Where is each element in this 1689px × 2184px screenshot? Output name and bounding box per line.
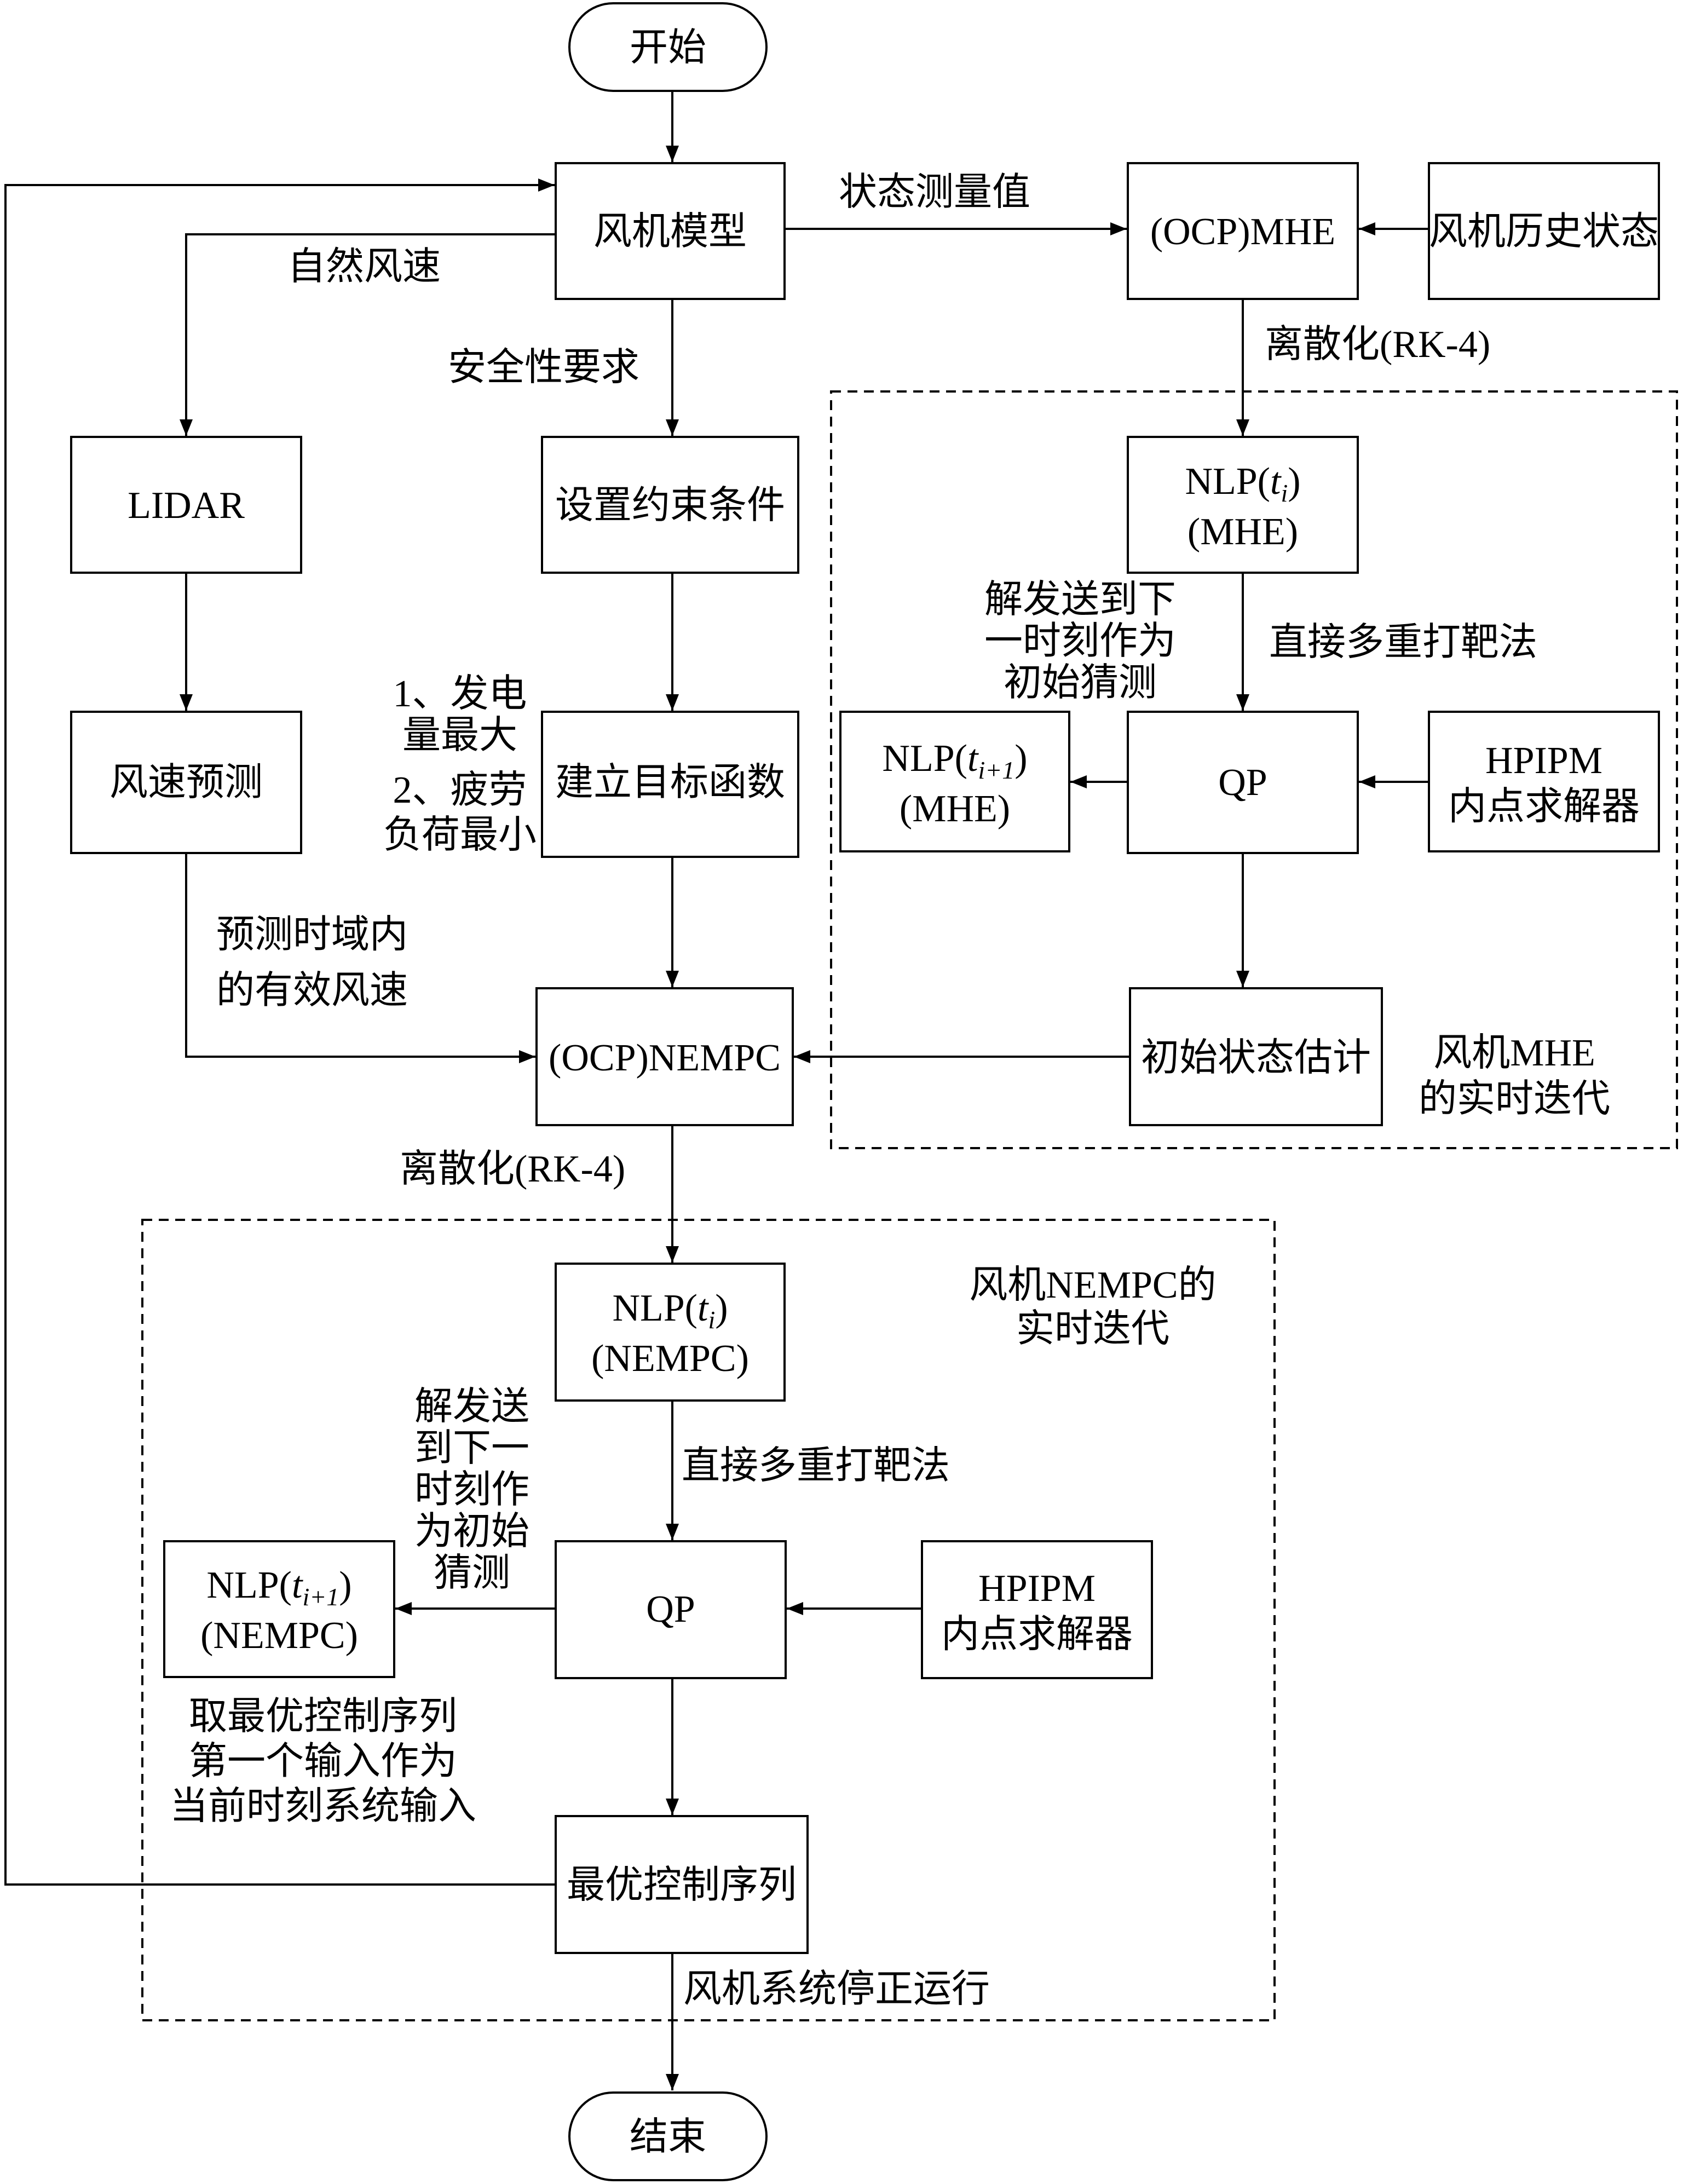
edge-feedback-to-model	[4, 178, 556, 1886]
svg-text:风机NEMPC的: 风机NEMPC的	[969, 1264, 1216, 1306]
direct-multiple-shooting-mhe-label: 直接多重打靶法	[1269, 621, 1537, 664]
lidar-box: LIDAR	[70, 436, 302, 574]
nempc-iteration-region	[141, 1219, 1276, 2021]
lidar-label: LIDAR	[128, 485, 245, 527]
end-terminal: 结束	[568, 2091, 768, 2181]
hpipm-mhe-line2: 内点求解器	[1448, 786, 1640, 828]
svg-text:负荷最小: 负荷最小	[383, 814, 537, 856]
ocp-nempc-label: (OCP)NEMPC	[549, 1037, 781, 1079]
svg-text:为初始: 为初始	[414, 1511, 529, 1553]
nlp-next-nempc-line2: (NEMPC)	[200, 1615, 358, 1657]
turbine-history-state-label: 风机历史状态	[1429, 211, 1659, 253]
svg-text:猜测: 猜测	[434, 1552, 510, 1594]
ocp-mhe-box: (OCP)MHE	[1127, 162, 1359, 300]
hpipm-nempc-line1: HPIPM	[978, 1568, 1096, 1610]
set-constraints-box: 设置约束条件	[541, 436, 799, 574]
start-terminal: 开始	[568, 2, 768, 92]
svg-text:2、疲劳: 2、疲劳	[393, 769, 527, 811]
build-objective-box: 建立目标函数	[541, 711, 799, 858]
stop-running-label: 风机系统停正运行	[683, 1968, 990, 2010]
wind-speed-prediction-label: 风速预测	[109, 762, 263, 804]
svg-text:初始猜测: 初始猜测	[1004, 662, 1157, 704]
svg-text:到下一: 到下一	[414, 1427, 529, 1470]
qp-mhe-label: QP	[1218, 762, 1267, 804]
warm-start-nempc-label: 解发送 到下一 时刻作 为初始 猜测	[414, 1386, 529, 1594]
discretize-nempc-label: 离散化(RK-4)	[400, 1148, 625, 1190]
initial-state-estimate-label: 初始状态估计	[1141, 1037, 1371, 1079]
svg-text:一时刻作为: 一时刻作为	[984, 620, 1176, 662]
start-label: 开始	[630, 27, 706, 69]
initial-state-estimate-box: 初始状态估计	[1129, 987, 1383, 1126]
natural-wind-speed-label: 自然风速	[287, 246, 441, 288]
svg-text:的有效风速: 的有效风速	[216, 970, 408, 1012]
svg-text:时刻作: 时刻作	[414, 1469, 529, 1511]
predicted-wind-label: 预测时域内 的有效风速	[216, 914, 408, 1012]
wind-turbine-model-label: 风机模型	[593, 211, 747, 253]
state-measurement-label: 状态测量值	[839, 171, 1030, 214]
svg-text:预测时域内: 预测时域内	[216, 914, 408, 956]
nlp-next-nempc-line1: NLP(ti+1)	[206, 1564, 351, 1611]
qp-mhe-box: QP	[1127, 711, 1359, 854]
nlp-mhe-line1: NLP(ti)	[1185, 460, 1300, 507]
nlp-nempc-line2: (NEMPC)	[591, 1338, 749, 1380]
svg-text:取最优控制序列: 取最优控制序列	[189, 1696, 457, 1738]
svg-text:解发送到下: 解发送到下	[984, 579, 1176, 621]
nempc-region-caption: 风机NEMPC的 实时迭代	[969, 1264, 1216, 1350]
svg-text:实时迭代: 实时迭代	[1016, 1308, 1169, 1350]
hpipm-nempc-box: HPIPM 内点求解器	[921, 1540, 1153, 1679]
svg-text:当前时刻系统输入: 当前时刻系统输入	[170, 1785, 476, 1828]
warm-start-mhe-label: 解发送到下 一时刻作为 初始猜测	[984, 579, 1176, 704]
optimal-control-sequence-label: 最优控制序列	[567, 1864, 797, 1906]
mhe-region-caption: 风机MHE 的实时迭代	[1419, 1032, 1610, 1120]
svg-text:1、发电: 1、发电	[393, 673, 527, 715]
wind-speed-prediction-box: 风速预测	[70, 711, 302, 854]
nlp-next-mhe-line2: (MHE)	[900, 788, 1010, 830]
qp-nempc-box: QP	[555, 1540, 787, 1679]
nlp-nempc-box: NLP(ti) (NEMPC)	[555, 1263, 786, 1402]
hpipm-nempc-line2: 内点求解器	[941, 1613, 1133, 1656]
nlp-next-mhe-box: NLP(ti+1) (MHE)	[839, 711, 1070, 852]
svg-text:解发送: 解发送	[414, 1386, 529, 1428]
end-label: 结束	[630, 2116, 706, 2158]
edge-model-to-lidar	[180, 233, 556, 436]
nlp-mhe-line2: (MHE)	[1188, 511, 1298, 553]
hpipm-mhe-line1: HPIPM	[1485, 740, 1602, 782]
connectors	[4, 92, 1429, 2090]
nlp-nempc-line1: NLP(ti)	[612, 1287, 728, 1334]
svg-text:风机MHE: 风机MHE	[1433, 1032, 1595, 1074]
safety-requirement-label: 安全性要求	[448, 347, 639, 389]
edge-prediction-to-nempc	[185, 853, 535, 1063]
qp-nempc-label: QP	[646, 1588, 695, 1630]
first-input-label: 取最优控制序列 第一个输入作为 当前时刻系统输入	[170, 1696, 476, 1828]
mhe-iteration-region	[830, 390, 1678, 1149]
nlp-next-mhe-line1: NLP(ti+1)	[882, 737, 1027, 784]
ocp-mhe-label: (OCP)MHE	[1150, 211, 1335, 253]
objectives-label: 1、发电 量最大 2、疲劳 负荷最小	[383, 673, 537, 856]
ocp-nempc-box: (OCP)NEMPC	[535, 987, 794, 1126]
discretize-mhe-label: 离散化(RK-4)	[1265, 324, 1490, 366]
svg-text:的实时迭代: 的实时迭代	[1419, 1078, 1610, 1120]
hpipm-mhe-box: HPIPM 内点求解器	[1428, 711, 1660, 852]
nlp-mhe-box: NLP(ti) (MHE)	[1127, 436, 1359, 574]
svg-text:第一个输入作为: 第一个输入作为	[189, 1741, 457, 1783]
build-objective-label: 建立目标函数	[555, 762, 785, 804]
direct-multiple-shooting-nempc-label: 直接多重打靶法	[682, 1445, 950, 1487]
nlp-next-nempc-box: NLP(ti+1) (NEMPC)	[163, 1540, 395, 1678]
svg-text:量最大: 量最大	[402, 714, 517, 757]
optimal-control-sequence-box: 最优控制序列	[555, 1815, 809, 1954]
set-constraints-label: 设置约束条件	[555, 485, 785, 527]
turbine-history-state-box: 风机历史状态	[1428, 162, 1660, 300]
wind-turbine-model-box: 风机模型	[555, 162, 786, 300]
